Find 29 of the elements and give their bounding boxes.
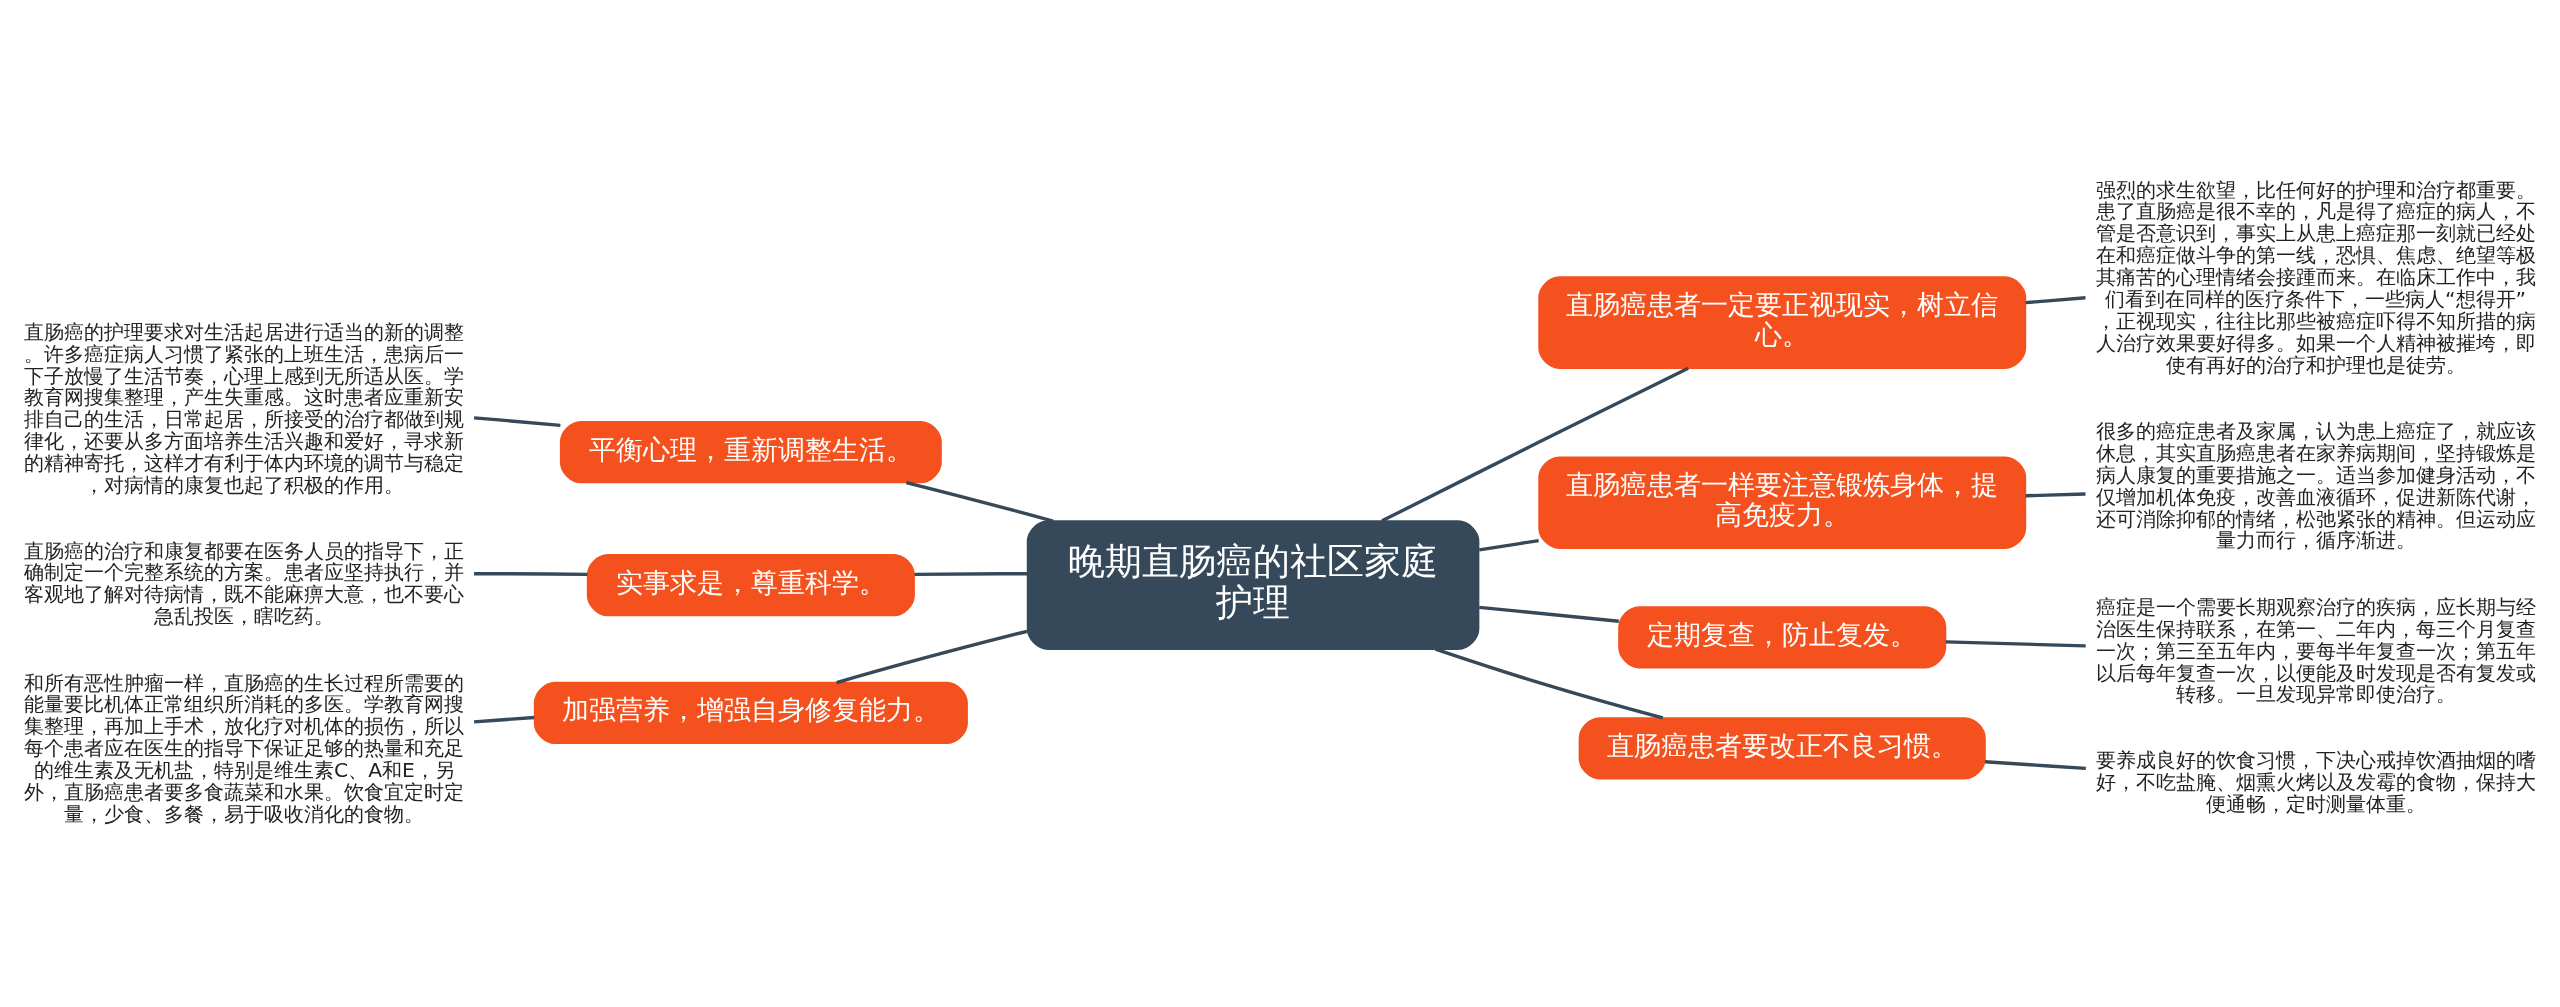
connector bbox=[2025, 296, 2086, 305]
connector bbox=[1479, 538, 1539, 552]
connector bbox=[1945, 640, 2086, 648]
connector bbox=[2025, 492, 2086, 498]
node-box: 定期复查，防止复发。 bbox=[1618, 606, 1947, 669]
node-box: 晚期直肠癌的社区家庭护理 bbox=[1026, 520, 1480, 650]
connector bbox=[1479, 605, 1619, 623]
node-text: 直肠癌的护理要求对生活起居进行适当的新的调整。许多癌症病人习惯了紧张的上班生活，患病后一下子放慢了生活节奏，心理上感到无所适从医。学教育网搜集整理，产生失重感。这时患者应重新安排自己的生活，日常起居，所接受的治疗都做到规律化，还要从多方面培养生活兴趣和爱好，寻求新的精神寄托，这样才有利于体内环境的调节与稳定，对病情的康复也起了积极的作用。 bbox=[24, 319, 465, 497]
node-text: 强烈的求生欲望，比任何好的护理和治疗都重要。患了直肠癌是很不幸的，凡是得了癌症的病人，不管是否意识到，事实上从患上癌症那一刻就已经处在和癌症做斗争的第一线，恐惧、焦虑、绝望等极其痛苦的心理情绪会接踵而来。在临床工作中，我们看到在同样的医疗条件下，一些病人“想得开”，正视现实，往往比那些被癌症吓得不知所措的病人治疗效果要好得多。如果一个人精神被摧垮，即使有再好的治疗和护理也是徒劳。 bbox=[2095, 177, 2536, 377]
node-box: 实事求是，尊重科学。 bbox=[586, 554, 915, 617]
connector bbox=[905, 480, 1054, 523]
node-text: 要养成良好的饮食习惯，下决心戒掉饮酒抽烟的嗜好，不吃盐腌、烟熏火烤以及发霉的食物，保持大便通畅，定时测量体重。 bbox=[2095, 747, 2536, 816]
node-text: 和所有恶性肿瘤一样，直肠癌的生长过程所需要的能量要比机体正常组织所消耗的多医。学教育网搜集整理，再加上手术，放化疗对机体的损伤，所以每个患者应在医生的指导下保证足够的热量和充足的维生素及无机盐，特别是维生素C、A和E，另外，直肠癌患者要多食蔬菜和水果。饮食宜定时定量，少食、多餐，易于吸收消化的食物。 bbox=[24, 670, 465, 826]
node-box: 直肠癌患者一定要正视现实，树立信心。 bbox=[1538, 276, 2027, 369]
node-box: 平衡心理，重新调整生活。 bbox=[559, 421, 942, 484]
node-box: 直肠癌患者一样要注意锻炼身体，提高免疫力。 bbox=[1538, 456, 2027, 549]
node-text: 直肠癌的治疗和康复都要在医务人员的指导下，正确制定一个完整系统的方案。患者应坚持执行，并客观地了解对待病情，既不能麻痹大意，也不要心急乱投医，瞎吃药。 bbox=[24, 538, 465, 629]
node-text: 很多的癌症患者及家属，认为患上癌症了，就应该休息，其实直肠癌患者在家养病期间，坚持锻炼是病人康复的重要措施之一。适当参加健身活动，不仅增加机体免疫，改善血液循环，促进新陈代谢，还可消除抑郁的情绪，松弛紧张的精神。但运动应量力而行，循序渐进。 bbox=[2095, 419, 2536, 553]
node-text: 癌症是一个需要长期观察治疗的疾病，应长期与经治医生保持联系，在第一、二年内，每三个月复查一次；第三至五年内，要每半年复查一次；第五年以后每年复查一次，以便能及时发现是否有复发或转移。一旦发现异常即使治疗。 bbox=[2095, 594, 2536, 707]
connector bbox=[1984, 760, 2086, 771]
connector bbox=[1434, 647, 1664, 720]
connector bbox=[474, 572, 588, 577]
connector bbox=[914, 572, 1028, 577]
connector bbox=[473, 416, 561, 428]
connector bbox=[1381, 366, 1689, 523]
node-box: 直肠癌患者要改正不良习惯。 bbox=[1578, 717, 1986, 780]
connector bbox=[473, 715, 535, 724]
connector bbox=[836, 629, 1028, 685]
node-box: 加强营养，增强自身修复能力。 bbox=[533, 681, 968, 745]
